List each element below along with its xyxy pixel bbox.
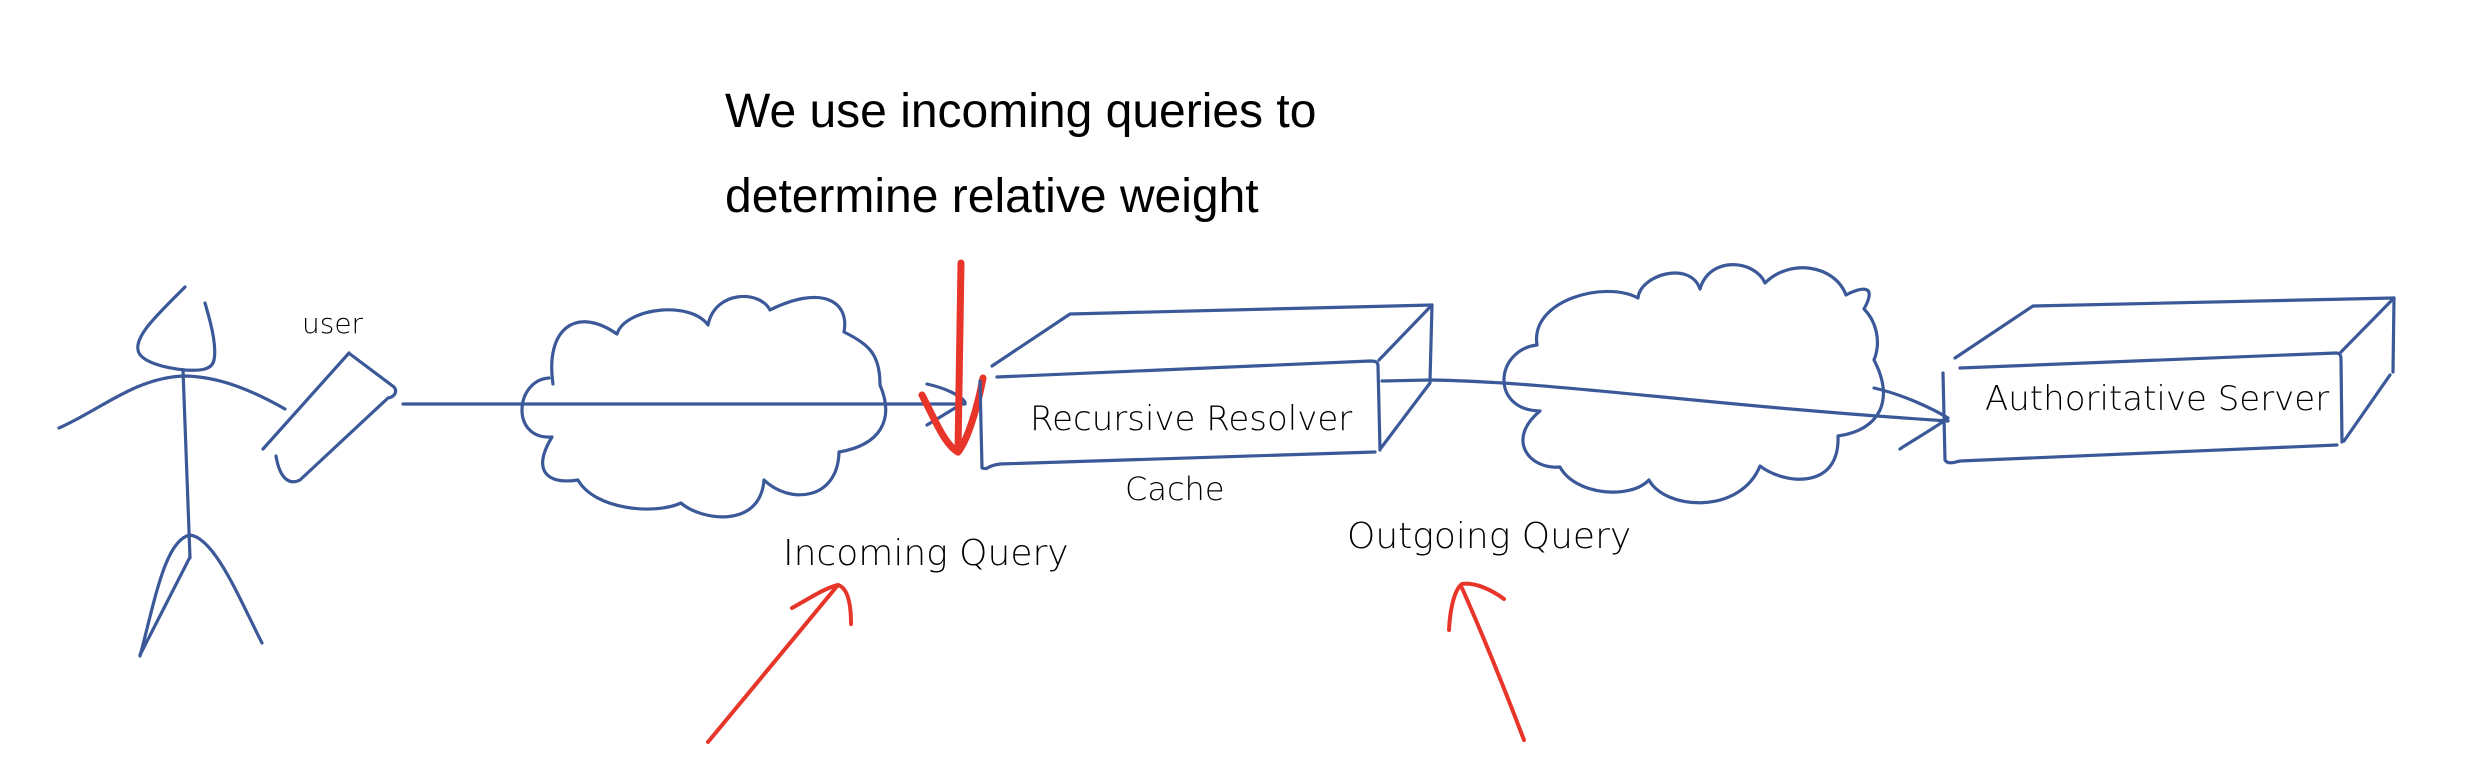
recursive-resolver-box [978,303,1434,471]
recursive-resolver-label: Recursive Resolver [1030,399,1352,439]
user-stick-figure-icon [57,285,287,658]
user-label: user [302,307,364,340]
incoming-query-label: Incoming Query [783,533,1069,574]
authoritative-server-label: Authoritative Server [1985,379,2329,419]
network-cloud-icon [520,294,888,519]
cache-label: Cache [1125,470,1225,508]
outgoing-query-pointer-arrow-icon [1447,581,1526,742]
caption-line-1: We use incoming queries to [725,85,1316,138]
user-device-icon [261,351,398,484]
outgoing-query-label: Outgoing Query [1347,516,1631,557]
outgoing-query-connector [1380,378,1950,451]
incoming-query-connector [401,382,967,427]
incoming-query-pointer-arrow-icon [706,583,853,744]
weight-indicator-arrow-icon [918,259,987,456]
authoritative-server-box [1941,296,2396,465]
network-cloud-icon [1502,263,1885,505]
caption-line-2: determine relative weight [725,170,1259,223]
